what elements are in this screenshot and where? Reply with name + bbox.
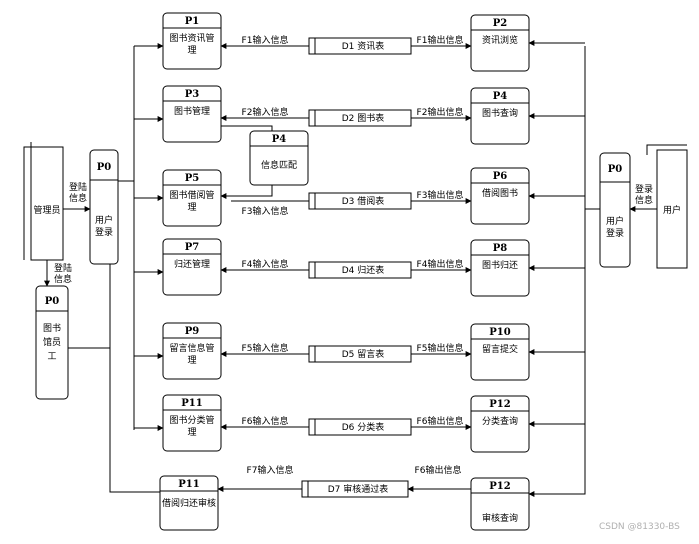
- left-process-2-label: 图书管理: [174, 105, 210, 117]
- login-right-label: 用户登录: [606, 215, 624, 239]
- data-store-3-box: [308, 192, 412, 210]
- flow-login-admin: 登陆信息: [69, 181, 87, 204]
- data-store-2-label: D2 图书表: [342, 112, 385, 124]
- right-process-3-label: 借阅图书: [482, 187, 518, 199]
- right-process-2-label: 图书查询: [482, 107, 518, 119]
- right-bus: [528, 46, 586, 497]
- data-store-5-box: [308, 345, 412, 363]
- login-left-box: [89, 149, 119, 265]
- data-store-7-box: [301, 480, 409, 498]
- flow-right-7: F6输出信息: [415, 464, 462, 476]
- admin-entity-box: [30, 146, 64, 261]
- left-process-6-box: [162, 394, 222, 452]
- flow-right-2: F2输出信息: [417, 106, 464, 118]
- left-process-5-box: [162, 322, 222, 380]
- audit-process-number: P11: [178, 479, 199, 490]
- right-process-3-box: [470, 167, 530, 225]
- audit-query-process-box: [470, 477, 530, 531]
- data-store-3-label: D3 借阅表: [342, 195, 385, 207]
- left-process-3-number: P5: [185, 173, 200, 184]
- left-process-5-label: 留言信息管理: [169, 342, 214, 366]
- audit-process-box: [159, 475, 219, 531]
- watermark: CSDN @81330-BS: [599, 522, 680, 532]
- user-entity-box: [656, 149, 688, 269]
- right-process-4-box: [470, 239, 530, 297]
- flow-right-1: F1输出信息: [417, 34, 464, 46]
- left-process-4-box: [162, 238, 222, 296]
- left-process-2-number: P3: [185, 89, 200, 100]
- flow-left-5: F5输入信息: [242, 342, 289, 354]
- left-process-4-label: 归还管理: [174, 258, 210, 270]
- staff-label: 图书馆员工: [43, 323, 61, 362]
- flow-right-5: F5输出信息: [417, 342, 464, 354]
- right-process-1-box: [470, 14, 530, 72]
- left-process-4-number: P7: [185, 242, 200, 253]
- data-store-5-label: D5 留言表: [342, 348, 385, 360]
- diagram-nodes: P1 图书资讯管理 D1 资讯表 F1输入信息 P2 资讯浏览 F1输出信息 P3 图书管理 D2…: [23, 12, 688, 532]
- right-process-6-label: 分类查询: [482, 415, 518, 427]
- admin-entity-label: 管理员: [33, 204, 60, 216]
- flow-left-6: F6输入信息: [242, 415, 289, 427]
- right-process-5-box: [470, 323, 530, 381]
- right-process-6-box: [470, 395, 530, 453]
- login-to-audit: [109, 264, 160, 493]
- user-entity-label: 用户: [663, 204, 681, 216]
- staff-box: [35, 285, 69, 400]
- p3-to-match: [221, 125, 273, 131]
- right-process-1-number: P2: [493, 18, 508, 29]
- user-entity-mark: [646, 144, 687, 155]
- data-store-6-label: D6 分类表: [342, 421, 385, 433]
- flow-right-3: F3输出信息: [417, 189, 464, 201]
- left-process-1-number: P1: [185, 16, 199, 27]
- flow-left-4: F4输入信息: [242, 258, 289, 270]
- flow-login-user: 登录信息: [635, 184, 653, 206]
- match-process-box: [249, 130, 309, 186]
- right-process-5-label: 留言提交: [482, 343, 518, 355]
- data-store-1-label: D1 资讯表: [342, 40, 385, 52]
- right-process-6-number: P12: [489, 399, 510, 410]
- right-process-4-label: 图书归还: [482, 259, 518, 271]
- data-store-1-box: [308, 37, 412, 55]
- right-process-1-label: 资讯浏览: [482, 34, 518, 46]
- flow-right-6: F6输出信息: [417, 415, 464, 427]
- right-process-4-number: P8: [493, 243, 508, 254]
- flow-left-7: F7输入信息: [247, 464, 294, 476]
- match-process-label: 信息匹配: [261, 159, 297, 171]
- right-process-2-number: P4: [493, 91, 508, 102]
- audit-query-process-number: P12: [489, 481, 510, 492]
- left-process-6-label: 图书分类管理: [169, 414, 214, 438]
- left-process-1-label: 图书资讯管理: [169, 32, 214, 56]
- data-store-4-label: D4 归还表: [342, 264, 385, 276]
- audit-process-label: 借阅归还审核: [162, 497, 216, 509]
- login-left-label: 用户登录: [95, 214, 113, 238]
- data-store-4-box: [308, 261, 412, 279]
- connector-lines: [44, 40, 657, 497]
- login-left-number: P0: [97, 162, 112, 173]
- audit-query-process-label: 审核查询: [482, 512, 518, 524]
- flow-left-2: F2输入信息: [242, 106, 289, 118]
- left-process-6-number: P11: [181, 398, 202, 409]
- right-process-5-number: P10: [489, 327, 510, 338]
- right-process-3-number: P6: [493, 171, 508, 182]
- match-to-p5: [220, 185, 273, 199]
- staff-number: P0: [45, 296, 60, 307]
- match-process-number: P4: [272, 134, 287, 145]
- left-process-2-box: [162, 85, 222, 143]
- flow-left-1: F1输入信息: [242, 34, 289, 46]
- login-right-number: P0: [608, 164, 623, 175]
- left-process-3-box: [162, 169, 222, 227]
- left-process-5-number: P9: [185, 326, 200, 337]
- data-store-6-box: [308, 418, 412, 436]
- flow-left-3: F3输入信息: [242, 205, 289, 217]
- data-store-2-box: [308, 109, 412, 127]
- right-process-2-box: [470, 87, 530, 145]
- data-store-7-label: D7 审核通过表: [328, 483, 389, 495]
- admin-entity-mark: [23, 142, 32, 260]
- left-process-3-label: 图书借阅管理: [169, 189, 214, 213]
- flow-right-4: F4输出信息: [417, 258, 464, 270]
- left-process-1-box: [162, 12, 222, 70]
- flow-login-staff: 登陆信息: [54, 262, 72, 285]
